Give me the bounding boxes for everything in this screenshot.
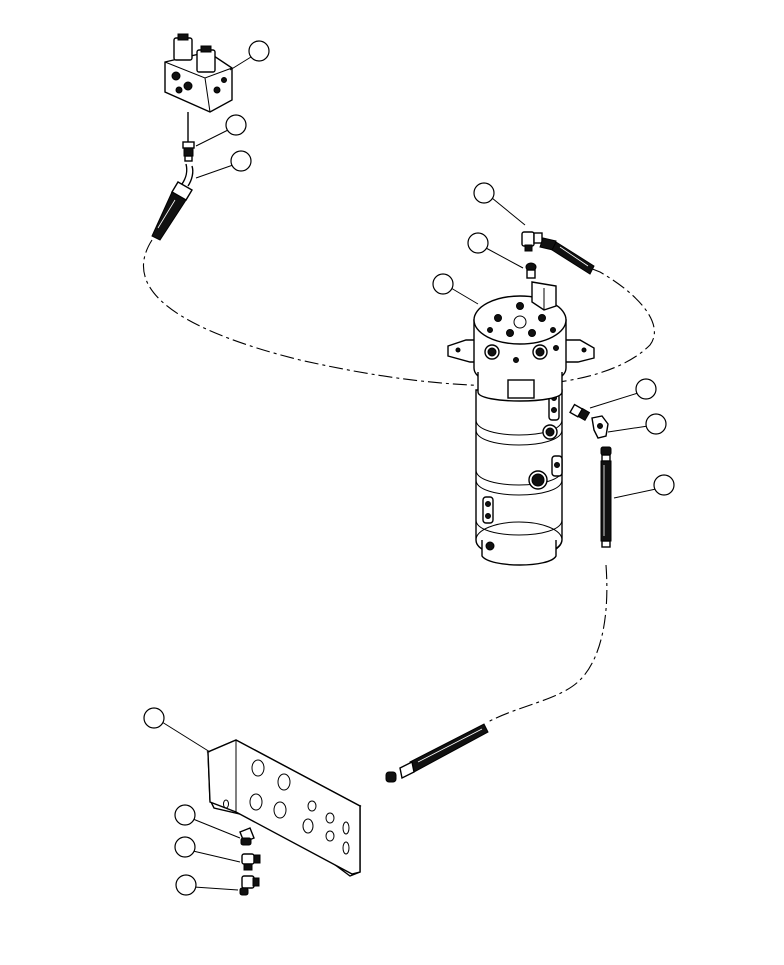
routing-path-upper — [142, 239, 655, 387]
callout-bracket — [143, 707, 211, 753]
hose-upper-left — [151, 163, 194, 241]
callout-adapter-valve — [195, 114, 247, 147]
callout-elbow-fitting — [174, 836, 241, 863]
elbow-fitting-right — [591, 415, 609, 439]
bulkhead-fitting — [239, 827, 255, 846]
callout-hose-upper-left — [195, 150, 252, 179]
bracket — [206, 739, 362, 877]
tee-fitting — [239, 875, 260, 896]
callout-adapter-right — [589, 378, 657, 409]
valve-block — [164, 33, 233, 113]
elbow-fitting-bottom — [241, 853, 261, 871]
callout-elbow-right — [607, 413, 667, 435]
callout-swivel-joint — [432, 273, 479, 305]
callout-elbow-top — [473, 182, 526, 226]
callout-hose-right — [613, 474, 675, 499]
hose-right — [600, 446, 612, 548]
callout-tee-fitting — [175, 874, 239, 896]
routing-path-lower — [487, 564, 608, 723]
callout-grease-fitting-top — [467, 232, 524, 269]
elbow-fitting-top — [521, 231, 543, 252]
hose-routing-paths — [142, 239, 655, 723]
callouts — [143, 40, 675, 896]
hose-end-top — [539, 237, 595, 275]
swivel-joint — [447, 281, 595, 566]
grease-fitting-top — [525, 262, 537, 279]
adapter-fitting-right — [569, 403, 591, 422]
callout-valve-block — [229, 40, 270, 71]
adapter-fitting-upper — [182, 112, 195, 162]
hose-end-bottom — [385, 723, 489, 783]
callout-bulkhead-fitting — [174, 804, 241, 839]
